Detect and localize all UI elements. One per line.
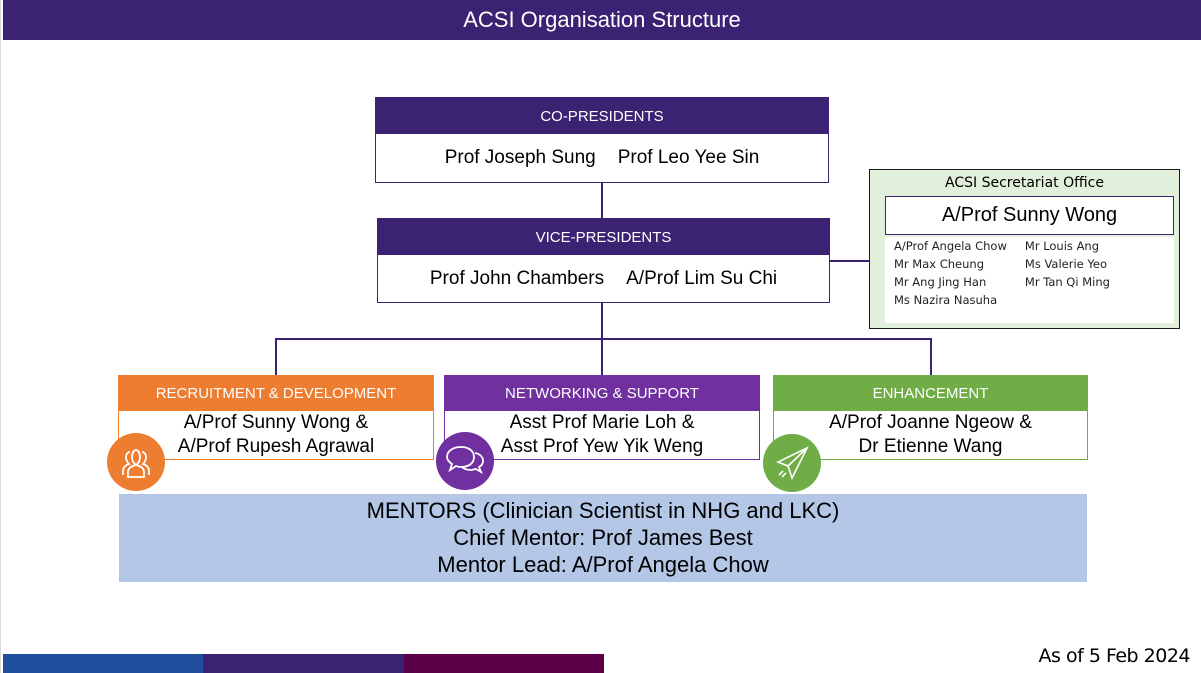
team-lead-line: A/Prof Rupesh Agrawal bbox=[177, 436, 375, 457]
vice-president-name: A/Prof Lim Su Chi bbox=[626, 267, 778, 289]
team-header: ENHANCEMENT bbox=[774, 375, 1087, 411]
secretariat-members-col2: Mr Louis Ang Ms Valerie Yeo Mr Tan Qi Mi… bbox=[1007, 237, 1110, 323]
connector-vice-to-secretariat bbox=[830, 260, 869, 262]
co-president-name: Prof Joseph Sung bbox=[444, 147, 596, 168]
connector-to-recruit bbox=[275, 338, 277, 375]
secretariat-member: Mr Louis Ang bbox=[1024, 239, 1100, 253]
footer-bar-blue bbox=[3, 654, 203, 673]
as-of-date: As of 5 Feb 2024 bbox=[1038, 645, 1191, 667]
team-lead-line: Asst Prof Marie Loh & bbox=[509, 412, 695, 433]
connector-co-to-vice bbox=[601, 183, 603, 218]
team-leads: A/Prof Joanne Ngeow & Dr Etienne Wang bbox=[774, 411, 1087, 459]
team-leads: A/Prof Sunny Wong & A/Prof Rupesh Agrawa… bbox=[119, 411, 433, 459]
people-group-icon bbox=[107, 433, 165, 491]
team-lead-line: Dr Etienne Wang bbox=[858, 436, 1003, 457]
page-title: ACSI Organisation Structure bbox=[463, 7, 741, 32]
co-presidents-box: CO-PRESIDENTS Prof Joseph Sung Prof Leo … bbox=[375, 97, 829, 183]
mentors-box: MENTORS (Clinician Scientist in NHG and … bbox=[119, 494, 1087, 582]
secretariat-member: A/Prof Angela Chow bbox=[894, 239, 1007, 253]
team-lead-line: A/Prof Sunny Wong & bbox=[183, 412, 369, 433]
secretariat-member: Mr Max Cheung bbox=[894, 257, 985, 271]
connector-teams-horizontal bbox=[275, 338, 932, 340]
vice-presidents-names: Prof John Chambers A/Prof Lim Su Chi bbox=[378, 255, 829, 302]
chat-bubbles-icon bbox=[436, 432, 494, 490]
secretariat-members-col1: A/Prof Angela Chow Mr Max Cheung Mr Ang … bbox=[885, 237, 1007, 323]
secretariat-box: ACSI Secretariat Office A/Prof Sunny Won… bbox=[869, 169, 1180, 329]
secretariat-lead: A/Prof Sunny Wong bbox=[885, 196, 1174, 235]
co-presidents-header: CO-PRESIDENTS bbox=[376, 98, 828, 134]
connector-to-enhance bbox=[930, 338, 932, 375]
team-lead-line: Asst Prof Yew Yik Weng bbox=[500, 436, 704, 457]
team-lead-line: A/Prof Joanne Ngeow & bbox=[829, 412, 1032, 433]
secretariat-members: A/Prof Angela Chow Mr Max Cheung Mr Ang … bbox=[885, 237, 1174, 323]
vice-presidents-box: VICE-PRESIDENTS Prof John Chambers A/Pro… bbox=[377, 218, 830, 303]
co-president-name: Prof Leo Yee Sin bbox=[617, 147, 760, 168]
footer-bar-purple bbox=[203, 654, 404, 673]
team-recruitment-development: RECRUITMENT & DEVELOPMENT A/Prof Sunny W… bbox=[118, 375, 434, 460]
vice-president-name: Prof John Chambers bbox=[429, 267, 605, 289]
team-header: RECRUITMENT & DEVELOPMENT bbox=[119, 375, 433, 411]
footer-bar-plum bbox=[404, 654, 604, 673]
vice-presidents-header: VICE-PRESIDENTS bbox=[378, 219, 829, 255]
title-bar: ACSI Organisation Structure bbox=[3, 0, 1201, 40]
secretariat-member: Ms Nazira Nasuha bbox=[894, 293, 998, 307]
secretariat-member: Ms Valerie Yeo bbox=[1024, 257, 1108, 271]
slide-left-edge bbox=[0, 0, 3, 673]
team-networking-support: NETWORKING & SUPPORT Asst Prof Marie Loh… bbox=[444, 375, 760, 460]
paper-plane-icon bbox=[763, 434, 821, 492]
chief-mentor: Chief Mentor: Prof James Best bbox=[453, 525, 753, 550]
secretariat-title: ACSI Secretariat Office bbox=[945, 175, 1104, 191]
team-leads: Asst Prof Marie Loh & Asst Prof Yew Yik … bbox=[445, 411, 759, 459]
mentors-title: MENTORS (Clinician Scientist in NHG and … bbox=[366, 498, 840, 523]
mentor-lead: Mentor Lead: A/Prof Angela Chow bbox=[437, 552, 769, 577]
secretariat-member: Mr Tan Qi Ming bbox=[1024, 275, 1110, 289]
team-enhancement: ENHANCEMENT A/Prof Joanne Ngeow & Dr Eti… bbox=[773, 375, 1088, 460]
team-header: NETWORKING & SUPPORT bbox=[445, 375, 759, 411]
secretariat-member: Mr Ang Jing Han bbox=[894, 275, 987, 289]
co-presidents-names: Prof Joseph Sung Prof Leo Yee Sin bbox=[376, 134, 828, 182]
